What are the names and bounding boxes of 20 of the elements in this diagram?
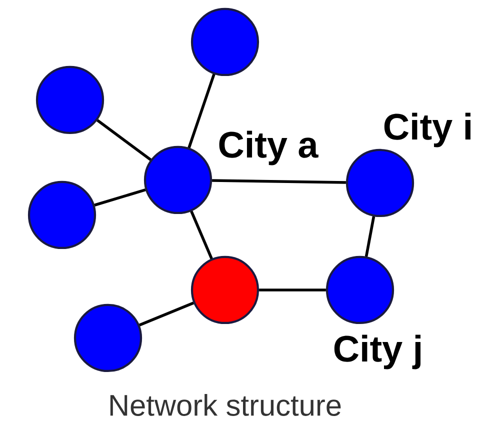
network-node (74, 304, 142, 372)
connector-line (96, 119, 152, 161)
city-label: City i (384, 112, 470, 148)
connector-line (188, 74, 216, 148)
connector-line (212, 179, 346, 184)
connector-line (94, 188, 146, 206)
caption: Network structure (110, 394, 341, 416)
network-node (190, 8, 260, 76)
city-label: City a (219, 130, 318, 166)
network-node (28, 180, 96, 250)
connector-line (364, 216, 376, 257)
network-node (190, 256, 260, 324)
city-label: City j (334, 334, 420, 370)
network-node (36, 66, 104, 134)
network-node (144, 146, 212, 214)
connector-line (190, 210, 213, 260)
network-node (346, 148, 414, 218)
connector-line (259, 288, 326, 292)
network-node (326, 256, 394, 324)
connector-line (138, 302, 194, 326)
